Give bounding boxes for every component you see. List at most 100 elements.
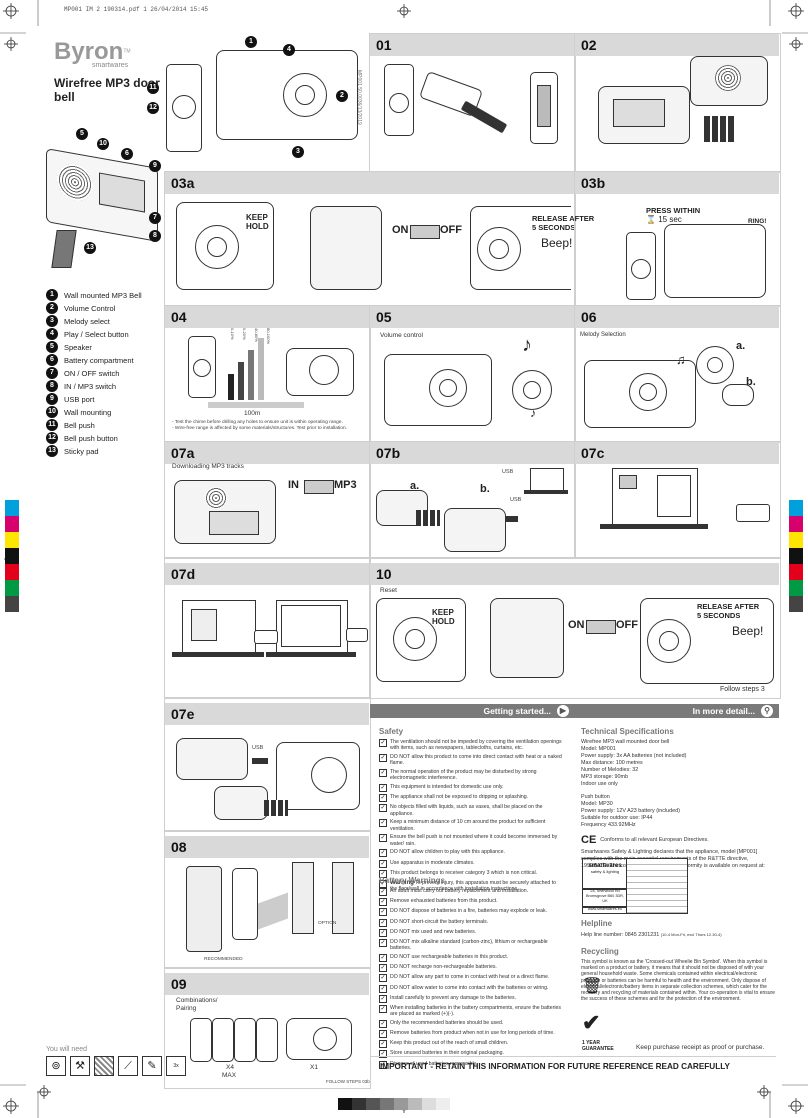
s03b-seconds: 5 SECONDS <box>532 223 576 232</box>
s03a-release-dial-icon <box>477 227 521 271</box>
s03a-bell-front <box>176 202 274 290</box>
in-more-detail-label: In more detail... <box>692 706 755 716</box>
s03b-bell-push <box>626 232 656 300</box>
safety-item: ✓Keep a minimum distance of 10 cm around… <box>379 819 546 832</box>
battery-item: ✓Remove exhausted batteries from this pr… <box>379 898 498 907</box>
tech-line: Max distance: 100 metres <box>581 760 643 766</box>
s07d-laptop-base-2 <box>266 652 356 657</box>
safety-item: ✓The ventilation should not be impeded b… <box>379 739 562 752</box>
hammer-icon: ⚒ <box>70 1056 90 1076</box>
s10-beep: Beep! <box>732 624 764 638</box>
battery-item: ✓Keep this product out of the reach of s… <box>379 1040 509 1049</box>
section-02-title: 02 <box>575 34 779 56</box>
s08-wall-plate <box>186 866 222 952</box>
s08-option-plate-1 <box>292 862 314 934</box>
music-note-small-icon: ♪ <box>530 406 536 420</box>
range-label-2: 0-20% <box>242 328 247 340</box>
s07b-b: b. <box>480 483 490 495</box>
s08-push <box>232 868 258 940</box>
batteries-count: 3x <box>166 1056 186 1076</box>
battery-compartment-icon <box>99 172 145 213</box>
section-08 <box>164 830 371 969</box>
battery-item: ✓Dispose of used batteries responsibly. <box>379 1060 478 1069</box>
recycling-title: Recycling <box>581 947 619 956</box>
usb-plug-icon <box>506 516 518 522</box>
brand-logo: ByronTM smartwares <box>54 38 131 69</box>
ce-mark-icon: CE <box>581 834 597 846</box>
section-10-title: 10 <box>370 563 779 585</box>
s10-off: OFF <box>616 619 638 631</box>
s07e-bell-back <box>176 738 248 780</box>
laptop-base-icon <box>524 490 568 494</box>
s10-caption: Reset <box>380 587 397 594</box>
battery-item: ✓Install carefully to prevent any damage… <box>379 994 517 1003</box>
s03b-sec: 15 sec <box>658 215 682 224</box>
s06-a: a. <box>736 340 746 352</box>
battery-title: Battery Warnings <box>379 876 445 885</box>
s03a-bell-back <box>310 206 382 290</box>
s05-volume-ring-icon <box>512 370 552 410</box>
tech-line: Indoor use only <box>581 781 618 787</box>
s03a-hold: HOLD <box>246 222 269 231</box>
important-note: IMPORTANT - RETAIN THIS INFORMATION FOR … <box>380 1062 730 1071</box>
range-label-3: 40-80% <box>254 328 259 342</box>
s03a-off: OFF <box>440 224 462 236</box>
s07d-screen-2 <box>276 600 348 654</box>
s10-follow: Follow steps 3 <box>720 686 765 693</box>
battery-item: ✓DO NOT allow water to come into contact… <box>379 984 549 993</box>
battery-item: ✓DO NOT short-circuit the battery termin… <box>379 918 489 927</box>
callout-4: 4 <box>283 44 295 56</box>
section-01-title: 01 <box>370 34 574 56</box>
s07a-mp3: MP3 <box>334 479 357 491</box>
range-label-4: 80-100% <box>266 328 271 345</box>
s10-on: ON <box>568 619 585 631</box>
tools-row: ⊚ ⚒ ⟋ ✎ 3x <box>46 1056 186 1076</box>
safety-item: ✓Ensure the bell push is not mounted whe… <box>379 834 558 847</box>
s06-play-button-icon <box>722 384 754 406</box>
s06-b: b. <box>746 376 756 388</box>
play-select-icon <box>295 85 315 105</box>
s07d-screen-1 <box>182 600 256 654</box>
s03b-press-within: PRESS WITHIN <box>646 206 701 215</box>
s06-select-ring-icon <box>696 346 734 384</box>
s09-push-3 <box>234 1018 256 1062</box>
bell-push-button-icon <box>172 95 196 119</box>
important-divider <box>370 1056 776 1057</box>
hourglass-icon: ⌛ <box>646 215 656 224</box>
safety-item: ✓DO NOT allow children to play with this… <box>379 849 505 858</box>
brand-name: Byron <box>54 38 124 65</box>
recycling-section: Recycling This symbol is known as the 'C… <box>581 944 776 1002</box>
section-03b-title: 03b <box>575 172 779 194</box>
contact-logo-box: smartwares safety & lighting <box>582 858 628 890</box>
s07c-screen <box>612 468 698 526</box>
checkmark-icon: ✔ <box>582 1010 601 1035</box>
safety-item: ✓Use apparatus in moderate climates. <box>379 859 475 868</box>
s05-dial-icon <box>429 369 467 407</box>
music-note-icon: ♪ <box>522 334 532 356</box>
tech-line: Wirefree MP3 wall mounted door bell <box>581 739 670 745</box>
callout-9: 9 <box>149 160 161 172</box>
helpline-section: Helpline Help line number: 0845 2301231 … <box>581 916 776 939</box>
s04-bell-push <box>188 336 216 398</box>
folder-icon <box>619 475 637 489</box>
side-code: MP001 50.0036/13/2019 <box>356 70 362 125</box>
tech-line: MP3 storage: 90mb <box>581 774 629 780</box>
s07a-switch-arrow-icon <box>304 480 334 494</box>
battery-item: ✓Store unused batteries in their origina… <box>379 1050 504 1059</box>
s01-bell-push <box>384 64 414 136</box>
s07a-caption: Downloading MP3 tracks <box>172 463 244 470</box>
section-07c <box>574 441 781 559</box>
contact-brand-sub: safety & lighting <box>590 869 620 874</box>
s01-button-icon <box>389 93 409 113</box>
tech-line: Frequency 433.92MHz <box>581 822 636 828</box>
helpline-title: Helpline <box>581 919 613 928</box>
safety-warning: ✓Warning To prevent injury, this apparat… <box>379 879 557 893</box>
s07b-a: a. <box>410 480 420 492</box>
battery-item: ✓DO NOT allow any part to come in contac… <box>379 974 550 983</box>
